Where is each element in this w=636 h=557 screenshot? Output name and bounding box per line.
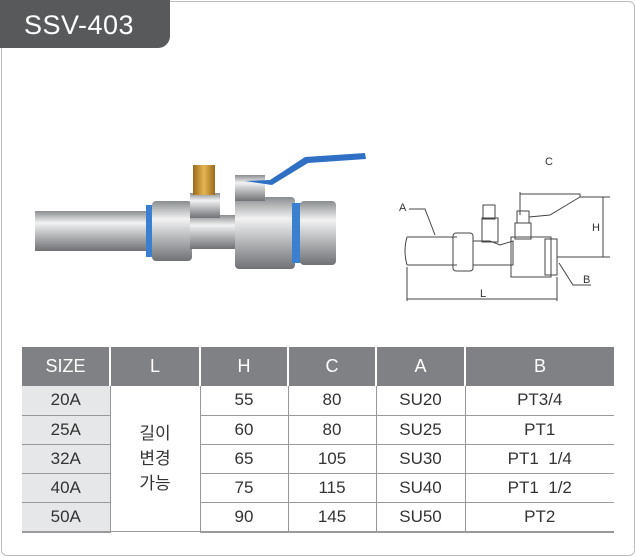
cell-h: 55 [199, 386, 288, 416]
cell-b: PT3/4 [464, 386, 614, 416]
cell-c: 115 [287, 473, 376, 504]
valve-photo [35, 153, 366, 269]
l-note-line: 길이 [139, 424, 171, 444]
dim-label-l: L [480, 288, 486, 300]
cell-size: 50A [22, 502, 110, 533]
table-row: 25A 60 80 SU25 PT1 [22, 415, 614, 445]
cell-h: 90 [199, 502, 288, 533]
cell-a: SU40 [375, 473, 465, 504]
header-h: H [199, 347, 288, 386]
cell-b: PT1 [464, 415, 614, 445]
cell-b: PT1 1/4 [464, 444, 614, 475]
header-c: C [287, 347, 376, 386]
dim-label-a: A [399, 202, 407, 214]
cell-c: 105 [287, 444, 376, 475]
dimension-diagram: C H L A B [399, 156, 610, 301]
cell-b: PT2 [464, 502, 614, 533]
cell-a: SU20 [375, 386, 465, 416]
cell-b: PT1 1/2 [464, 473, 614, 504]
dim-label-c: C [545, 156, 553, 168]
dim-label-h: H [592, 222, 600, 234]
cell-size: 32A [22, 444, 110, 475]
table-header-row: SIZE L H C A B [22, 347, 614, 386]
dim-label-b: B [583, 274, 590, 286]
cell-c: 145 [287, 502, 376, 533]
cell-c: 80 [287, 415, 376, 445]
l-note-line: 가능 [139, 474, 171, 494]
l-note-line: 변경 [139, 449, 171, 469]
cell-c: 80 [287, 386, 376, 416]
header-size: SIZE [22, 347, 110, 386]
table-row: 32A 65 105 SU30 PT1 1/4 [22, 444, 614, 475]
model-title: SSV-403 [0, 0, 170, 48]
header-b: B [464, 347, 614, 386]
header-a: A [375, 347, 465, 386]
cell-h: 60 [199, 415, 288, 445]
header-l: L [109, 347, 200, 386]
cell-a: SU50 [375, 502, 465, 533]
cell-size: 20A [22, 386, 110, 416]
cell-size: 40A [22, 473, 110, 504]
cell-h: 65 [199, 444, 288, 475]
cell-size: 25A [22, 415, 110, 445]
cell-h: 75 [199, 473, 288, 504]
table-row: 50A 90 145 SU50 PT2 [22, 502, 614, 533]
cell-a: SU25 [375, 415, 465, 445]
cell-a: SU30 [375, 444, 465, 475]
table-row: 40A 75 115 SU40 PT1 1/2 [22, 473, 614, 504]
